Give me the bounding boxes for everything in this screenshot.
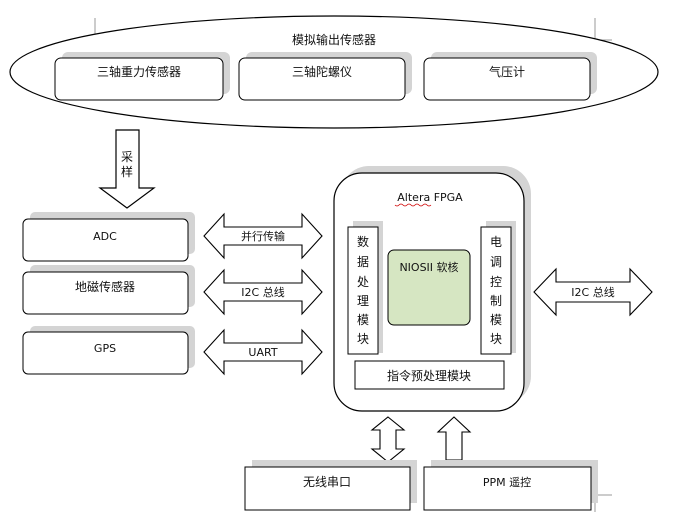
left-links: 并行传输 I2C 总线 UART	[203, 212, 323, 376]
module-box-ppm	[423, 466, 592, 511]
link-arrow-parallel	[203, 212, 323, 260]
link-arrow-i2c-right	[533, 267, 653, 317]
module-box-magnetometer	[22, 271, 189, 315]
link-arrow-i2c-left	[203, 268, 323, 316]
fpga-left-module-char: 据	[357, 255, 369, 269]
fpga-right-module-char: 调	[490, 255, 502, 269]
nios-core-box	[387, 249, 471, 326]
instruction-preprocess-label: 指令预处理模块	[387, 368, 471, 383]
spellcheck-underline	[394, 203, 432, 207]
sampling-arrow-group: 采 样	[98, 129, 156, 209]
sensor-label-gyroscope: 三轴陀螺仪	[292, 64, 352, 79]
sensor-box-gyroscope	[238, 57, 406, 101]
analog-sensor-group: 模拟输出传感器 三轴重力传感器 三轴陀螺仪 气压计	[9, 15, 659, 129]
up-arrow-ppm	[436, 416, 472, 461]
link-arrow-uart	[203, 328, 323, 376]
analog-sensor-title: 模拟输出传感器	[292, 32, 376, 47]
fpga-left-module-char: 处	[357, 275, 369, 289]
module-label-adc: ADC	[93, 230, 117, 243]
fpga-right-module-char: 模	[490, 313, 502, 327]
module-label-gps: GPS	[94, 342, 116, 355]
link-label-i2c-right: I2C 总线	[571, 285, 614, 299]
module-box-adc	[22, 218, 189, 262]
nios-core-label: NIOSII 软核	[399, 260, 458, 274]
fpga-right-module-char: 电	[490, 235, 502, 249]
left-modules: ADC 地磁传感器 GPS	[22, 212, 195, 375]
sampling-down-arrow	[98, 129, 156, 209]
fpga-group: Altera FPGA 数 据 处 理 模 块 NIOSII 软核 电 调 控 …	[333, 166, 531, 412]
fpga-right-module	[480, 226, 512, 355]
sensor-box-barometer	[423, 57, 591, 101]
link-label-parallel: 并行传输	[241, 229, 285, 243]
sensor-label-barometer: 气压计	[489, 64, 525, 79]
fpga-left-module-char: 块	[357, 332, 369, 346]
module-box-wireless-serial	[244, 466, 411, 511]
fpga-right-module-char: 制	[490, 294, 502, 308]
fpga-left-module-char: 理	[357, 294, 369, 308]
fpga-left-module	[347, 226, 379, 355]
sensor-box-accelerometer	[54, 57, 224, 101]
sampling-label-2: 样	[121, 164, 133, 179]
fpga-left-module-char: 模	[357, 313, 369, 327]
instruction-preprocess-box	[354, 360, 505, 390]
page-corner-mark	[594, 18, 612, 41]
module-label-ppm: PPM 遥控	[483, 475, 531, 489]
sampling-label-1: 采	[121, 150, 133, 164]
sensor-label-accelerometer: 三轴重力传感器	[97, 64, 181, 79]
fpga-left-module-char: 数	[357, 234, 369, 249]
fpga-title: Altera FPGA	[397, 191, 463, 204]
module-label-magnetometer: 地磁传感器	[75, 279, 135, 294]
bidirectional-arrow-wireless	[370, 416, 406, 463]
fpga-right-module-char: 块	[490, 332, 502, 346]
fpga-right-module-char: 控	[490, 275, 502, 289]
bottom-modules: 无线串口 PPM 遥控	[244, 460, 598, 511]
link-label-uart: UART	[248, 346, 277, 359]
module-label-wireless-serial: 无线串口	[303, 475, 351, 489]
link-label-i2c-left: I2C 总线	[241, 285, 284, 299]
module-box-gps	[22, 331, 189, 375]
right-link: I2C 总线	[533, 267, 653, 317]
